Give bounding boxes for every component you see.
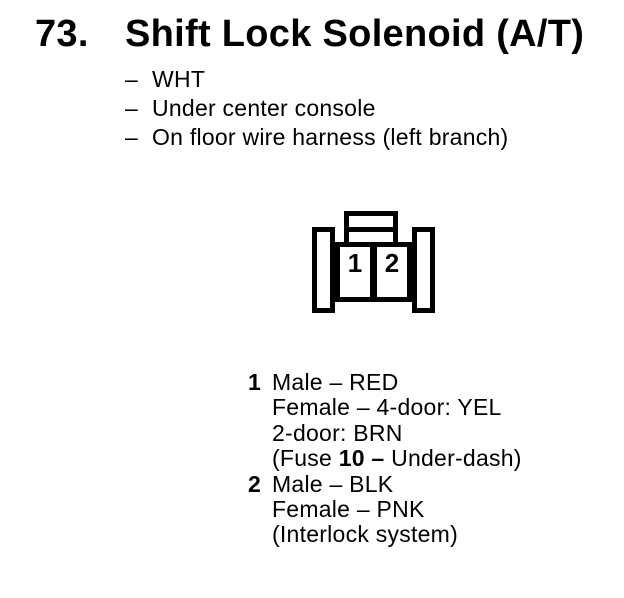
pin-cavity-2: 2: [377, 247, 407, 297]
detail-text: Under center console: [152, 95, 376, 121]
legend-line: (Interlock system): [272, 521, 458, 548]
detail-line-location: –Under center console: [125, 94, 508, 123]
legend-line: (Fuse 10 – Under-dash): [272, 446, 608, 471]
dash-bullet: –: [125, 66, 139, 92]
connector-lock-tab: [344, 211, 398, 247]
connector-right-flange: [412, 227, 435, 313]
pin-number: 1: [248, 369, 262, 395]
legend-item-pin-2: 2 Male – BLK Female – PNK (Interlock sys…: [248, 470, 608, 548]
pin-legend: 1 Male – RED Female – 4-door: YEL 2-door…: [248, 369, 608, 548]
pin-cavity-1: 1: [340, 247, 370, 297]
dash-bullet: –: [125, 124, 139, 150]
detail-text: WHT: [152, 66, 206, 92]
component-details: –WHT –Under center console –On floor wir…: [125, 65, 508, 152]
cavity-divider: [370, 247, 377, 297]
pin-description: Male – BLK Female – PNK (Interlock syste…: [272, 470, 608, 548]
dash-bullet: –: [125, 95, 139, 121]
legend-segment: Under-dash): [384, 445, 522, 472]
fuse-number: 10 –: [338, 445, 385, 472]
legend-segment: (Fuse: [272, 445, 339, 472]
legend-line: Female – 4-door: YEL: [272, 394, 502, 421]
page-title: Shift Lock Solenoid (A/T): [125, 13, 585, 55]
lock-tab-ridge: [349, 227, 393, 232]
legend-line: Male – BLK: [272, 470, 394, 497]
detail-line-wire-color: –WHT: [125, 65, 508, 94]
legend-line: Male – RED: [272, 369, 399, 395]
pin-1-label: 1: [347, 248, 363, 278]
connector-body: 1 2: [335, 242, 412, 302]
connector-left-flange: [312, 227, 335, 313]
section-number: 73.: [35, 13, 89, 55]
legend-line: Female – PNK: [272, 496, 425, 523]
pin-number: 2: [248, 470, 262, 497]
detail-text: On floor wire harness (left branch): [152, 124, 509, 150]
legend-item-pin-1: 1 Male – RED Female – 4-door: YEL 2-door…: [248, 369, 608, 472]
pin-description: Male – RED Female – 4-door: YEL 2-door: …: [272, 369, 608, 472]
legend-line: 2-door: BRN: [272, 419, 403, 446]
pin-2-label: 2: [384, 248, 400, 278]
detail-line-harness: –On floor wire harness (left branch): [125, 123, 508, 152]
